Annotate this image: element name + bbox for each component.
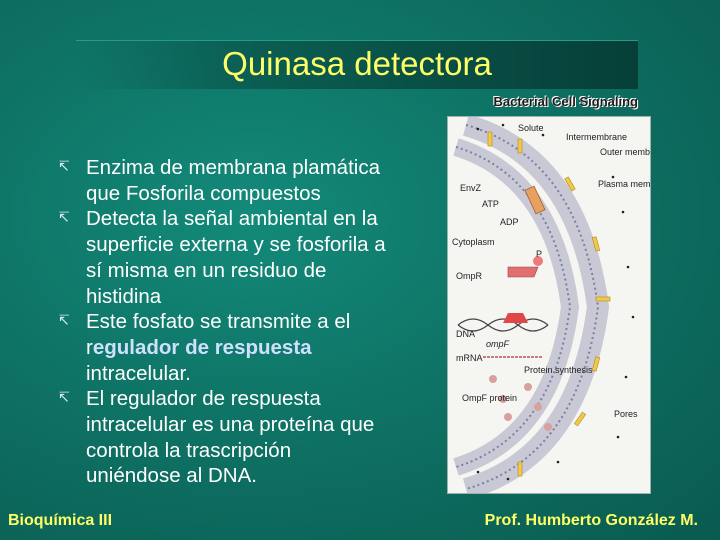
pore <box>564 176 576 192</box>
bullet-text: Detecta la señal ambiental en la superfi… <box>86 207 386 308</box>
bullet-item: ↸ El regulador de respuesta intracelular… <box>58 386 388 489</box>
label-intermembrane: Intermembrane <box>566 132 627 142</box>
label-pores: Pores <box>614 409 638 419</box>
label-mrna: mRNA <box>456 353 483 363</box>
pore <box>591 356 601 372</box>
label-envz: EnvZ <box>460 183 482 193</box>
label-p: P <box>536 249 542 259</box>
bullet-item: ↸ Este fosfato se transmite a el regulad… <box>58 309 388 386</box>
ribosome <box>489 375 497 383</box>
label-dna: DNA <box>456 329 475 339</box>
label-solute: Solute <box>518 123 544 133</box>
bullet-text: Enzima de membrana plamática que Fosfori… <box>86 156 380 205</box>
solute-dot <box>626 265 630 269</box>
solute-dots <box>476 123 635 481</box>
highlighted-term: egulador de respuesta <box>92 335 312 359</box>
pore <box>487 131 493 147</box>
envz-receptor <box>524 185 546 215</box>
dna-strand <box>457 318 549 332</box>
solute-dot <box>541 133 545 137</box>
ompr-protein <box>507 266 539 278</box>
bullet-arrow-icon: ↸ <box>58 210 70 227</box>
title-bar <box>76 40 638 89</box>
bullet-arrow-icon: ↸ <box>58 390 70 407</box>
ribosome <box>524 383 532 391</box>
solute-dot <box>611 175 615 179</box>
label-ompf-gene: ompF <box>486 339 510 349</box>
plasma-membrane-lipids <box>455 146 572 468</box>
label-plasma-membrane: Plasma membrane <box>598 179 650 189</box>
bullet-arrow-icon: ↸ <box>58 159 70 175</box>
cell-signaling-figure: Solute Intermembrane Outer membrane Plas… <box>447 116 651 494</box>
pore <box>591 236 601 252</box>
solute-dot <box>556 460 560 464</box>
pore <box>517 138 523 154</box>
label-ompf-protein: OmpF protein <box>462 393 517 403</box>
label-atp: ATP <box>482 199 499 209</box>
solute-dot <box>621 210 625 214</box>
label-cytoplasm: Cytoplasm <box>452 237 495 247</box>
solute-dot <box>506 477 510 481</box>
pore <box>517 461 523 477</box>
ribosome <box>544 423 552 431</box>
bullet-text-pre: Este fosfato se transmite a el r <box>86 310 351 359</box>
bullet-item: ↸ Detecta la señal ambiental en la super… <box>58 206 388 309</box>
figure-svg: Solute Intermembrane Outer membrane Plas… <box>452 117 650 493</box>
bullet-arrow-icon: ↸ <box>58 313 70 330</box>
figure-caption: Bacterial Cell Signaling <box>493 94 639 109</box>
ribosome <box>499 395 507 403</box>
ribosome <box>504 413 512 421</box>
bullet-text-post: intracelular. <box>86 361 191 385</box>
footer-course: Bioquímica III <box>8 512 113 529</box>
label-adp: ADP <box>500 217 519 227</box>
solute-dot <box>501 123 505 127</box>
ompr-dna-bound <box>503 313 528 323</box>
solute-dot <box>631 315 635 319</box>
bullet-item: ↸ Enzima de membrana plamática que Fosfo… <box>58 155 388 206</box>
pore <box>595 296 611 302</box>
slide-title: Quinasa detectora <box>222 45 492 82</box>
bullet-text: El regulador de respuesta intracelular e… <box>86 387 375 488</box>
bullet-text: Este fosfato se transmite a el regulador… <box>86 309 388 386</box>
outer-membrane-band <box>462 117 610 493</box>
phosphate-icon <box>533 256 543 266</box>
pore <box>573 411 587 427</box>
label-protein-synthesis: Protein synthesis <box>524 365 593 375</box>
pore-group <box>487 131 611 477</box>
footer-author: Prof. Humberto González M. <box>484 512 698 529</box>
ribosome <box>534 403 542 411</box>
solute-dot <box>476 127 480 131</box>
label-outer-membrane: Outer membrane <box>600 147 650 157</box>
solute-dot <box>476 470 480 474</box>
solute-dot <box>616 435 620 439</box>
ribosome-group <box>489 375 552 431</box>
label-ompr: OmpR <box>456 271 483 281</box>
dna-strand <box>457 318 549 332</box>
solute-dot <box>624 375 628 379</box>
bullet-list: ↸ Enzima de membrana plamática que Fosfo… <box>58 155 388 489</box>
